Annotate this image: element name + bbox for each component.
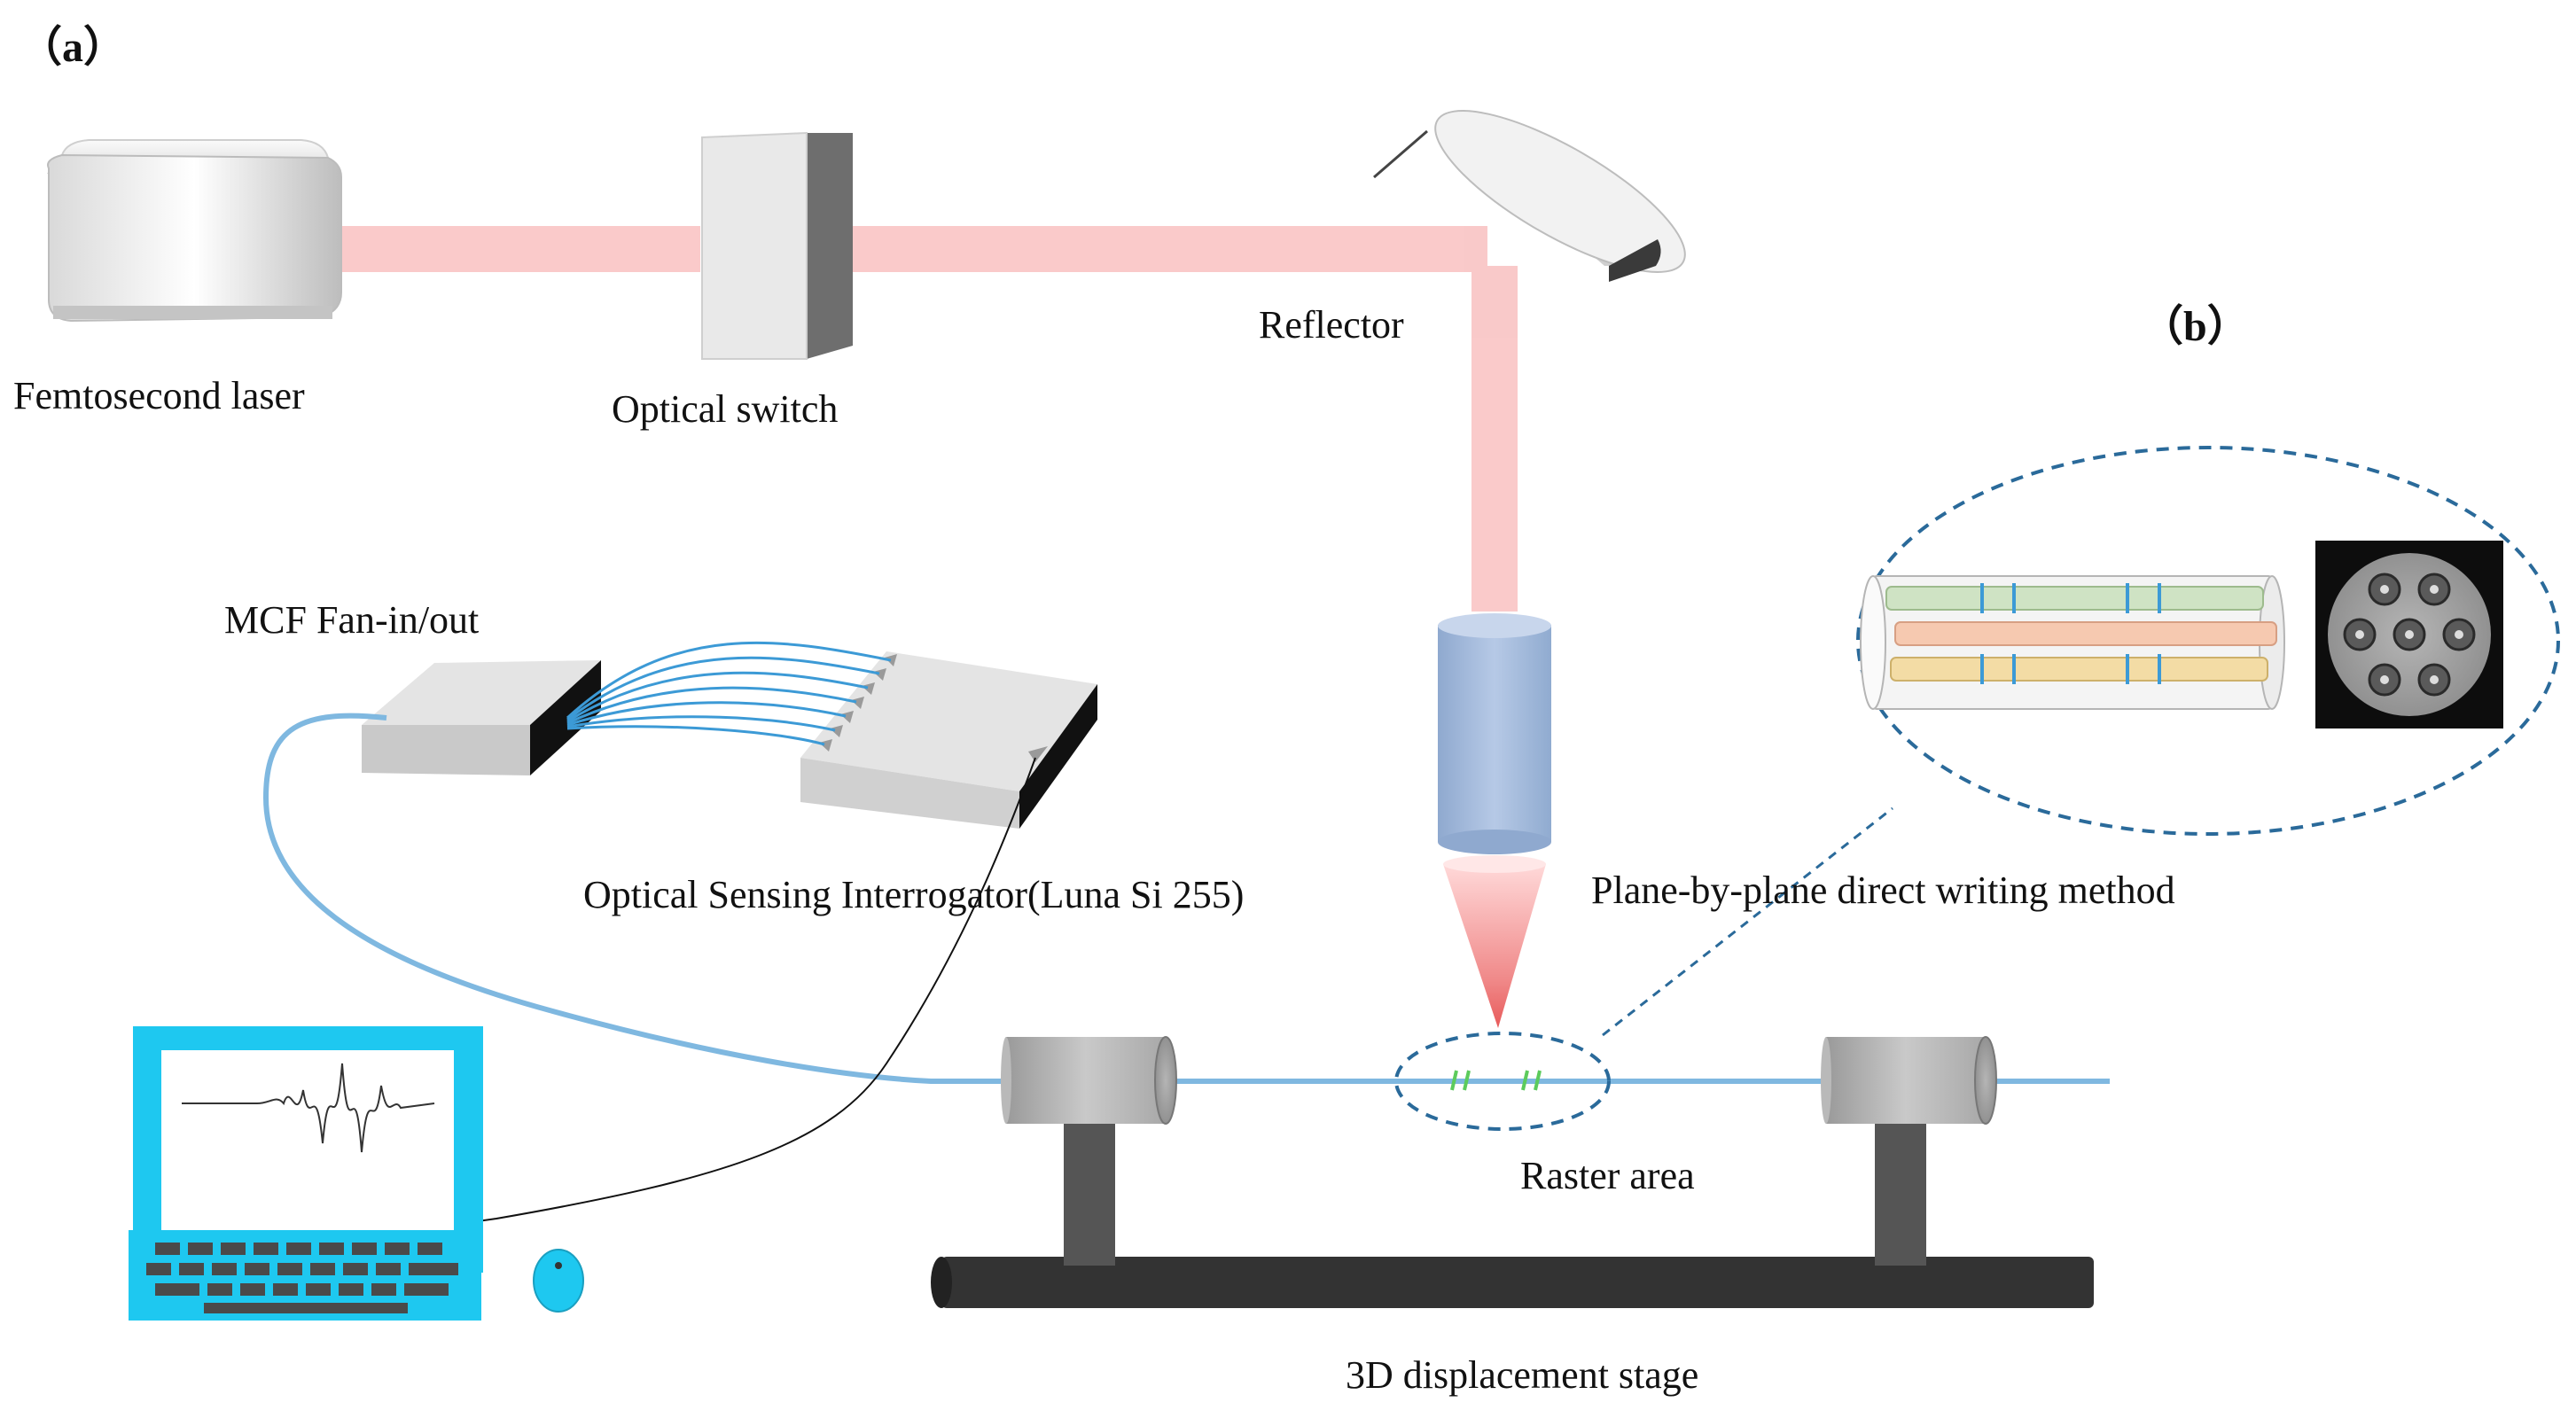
displacement-stage [931, 1036, 2094, 1308]
switch-block-icon [701, 131, 853, 360]
mirror-icon [1373, 110, 1686, 282]
label-plane-by-plane-method: Plane-by-plane direct writing method [1591, 869, 2175, 912]
objective-lens-icon [1438, 613, 1551, 1028]
panel-label-b: （b） [2141, 303, 2250, 350]
laser-box-icon [47, 139, 342, 323]
spectrum-waveform [182, 1063, 435, 1153]
fan-out-fibers [566, 641, 892, 746]
interrogator-box [800, 651, 1097, 829]
beam-segment-laser-to-switch [317, 226, 700, 272]
keyboard-icon [129, 1230, 481, 1321]
label-reflector: Reflector [1259, 303, 1404, 347]
label-mcf-fan-in-out: MCF Fan-in/out [224, 598, 480, 642]
raster-area-marker [1394, 806, 1893, 1131]
label-raster-area: Raster area [1520, 1154, 1695, 1197]
mouse-icon [533, 1249, 584, 1313]
beam-segment-switch-to-mirror [849, 226, 1487, 272]
label-3d-displacement-stage: 3D displacement stage [1346, 1353, 1699, 1397]
magnified-fiber-view [1856, 446, 2560, 836]
laser-beam [317, 226, 1518, 612]
label-femtosecond-laser: Femtosecond laser [13, 374, 305, 417]
multicore-fiber [262, 713, 2110, 1084]
beam-segment-mirror-to-objective [1471, 266, 1518, 612]
label-interrogator: Optical Sensing Interrogator(Luna Si 255… [583, 873, 1245, 916]
label-optical-switch: Optical switch [612, 387, 839, 431]
panel-label-a: （a） [20, 24, 127, 71]
fan-in-out-box [362, 660, 601, 775]
